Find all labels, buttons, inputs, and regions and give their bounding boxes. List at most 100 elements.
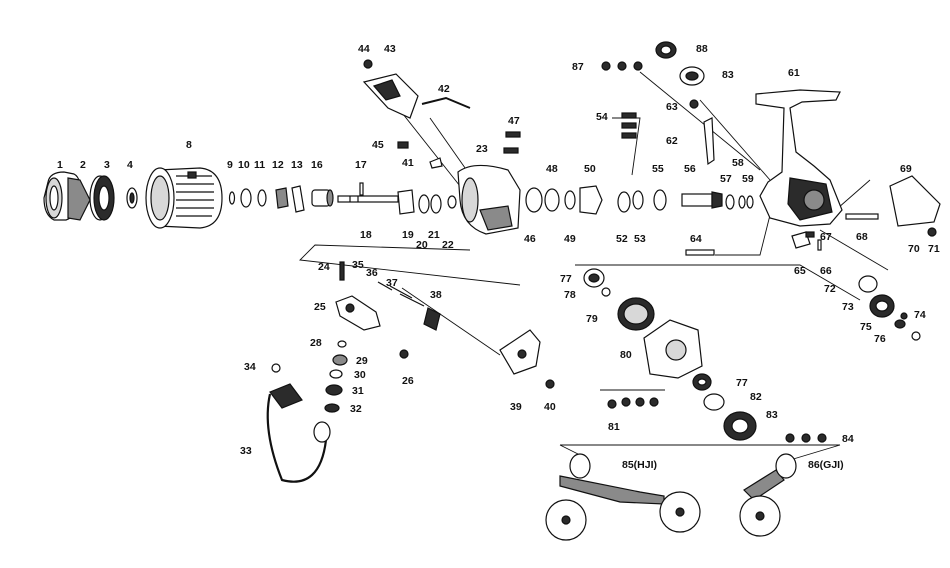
label-part-1: 1 [57, 159, 63, 171]
part-32-washer [324, 403, 340, 413]
part-57-bearing [725, 194, 735, 210]
label-part-23: 23 [476, 143, 488, 155]
part-52-bearing [617, 191, 631, 213]
label-part-71: 71 [928, 243, 940, 255]
label-part-2: 2 [80, 159, 86, 171]
label-part-17: 17 [355, 159, 367, 171]
label-part-4: 4 [127, 159, 133, 171]
part-59-washer [746, 195, 754, 209]
label-part-41: 41 [402, 157, 414, 169]
label-part-73: 73 [842, 301, 854, 313]
label-part-37: 37 [386, 277, 398, 289]
part-34-screw [271, 363, 281, 373]
part-78-washer [601, 287, 611, 297]
part-2-drag-knob-spring [67, 177, 91, 221]
part-35-spring [377, 281, 393, 291]
label-part-59: 59 [742, 173, 754, 185]
label-part-29: 29 [356, 355, 368, 367]
part-84-screws [785, 433, 827, 443]
part-24-screw [339, 261, 345, 281]
part-80-side-plate [643, 319, 703, 379]
label-part-62: 62 [666, 135, 678, 147]
label-part-48: 48 [546, 163, 558, 175]
label-part-78: 78 [564, 289, 576, 301]
label-part-74: 74 [914, 309, 926, 321]
label-part-68: 68 [856, 231, 868, 243]
part-56-pinion-gear [681, 191, 723, 209]
part-62-clip [703, 117, 715, 166]
part-73-gear [869, 294, 895, 318]
part-13-spring [291, 185, 305, 213]
label-part-55: 55 [652, 163, 664, 175]
part-10-bushing [240, 188, 252, 208]
part-41-screw [429, 157, 443, 169]
label-part-20: 20 [416, 239, 428, 251]
label-part-44: 44 [358, 43, 370, 55]
label-part-84: 84 [842, 433, 854, 445]
part-9-washer [228, 191, 236, 205]
label-part-86: 86(GJI) [808, 459, 844, 471]
label-part-56: 56 [684, 163, 696, 175]
label-part-70: 70 [908, 243, 920, 255]
part-33-bail-wire [266, 383, 331, 483]
label-part-83-lower: 83 [766, 409, 778, 421]
label-part-50: 50 [584, 163, 596, 175]
label-part-18: 18 [360, 229, 372, 241]
label-part-76: 76 [874, 333, 886, 345]
part-85-double-handle-hji [545, 453, 701, 541]
part-44-screw [363, 59, 373, 69]
part-36-spring-holder [389, 285, 413, 299]
part-66-pin [817, 239, 822, 251]
part-4-washer [126, 187, 138, 209]
part-26-screw [399, 349, 409, 359]
part-40-screw [545, 379, 555, 389]
part-70-body-cover [889, 175, 941, 227]
part-81-screws [607, 397, 659, 409]
part-42-bail-wire [421, 96, 471, 109]
part-25-bail-arm-lever [335, 295, 381, 331]
part-3-drag-washer-stack [89, 175, 115, 221]
part-58-washer [738, 195, 746, 209]
part-18-main-shaft [337, 195, 399, 203]
part-48-bearing [544, 188, 560, 212]
label-part-64: 64 [690, 233, 702, 245]
label-part-38: 38 [430, 289, 442, 301]
label-part-65: 65 [794, 265, 806, 277]
part-79-drive-gear [617, 297, 655, 331]
label-part-16: 16 [311, 159, 323, 171]
label-part-77-lower: 77 [736, 377, 748, 389]
label-part-36: 36 [366, 267, 378, 279]
part-46-rotor-nut [525, 187, 543, 213]
part-53-washer [632, 190, 644, 210]
label-part-32: 32 [350, 403, 362, 415]
label-part-61: 61 [788, 67, 800, 79]
part-23-rotor [457, 164, 521, 235]
part-77-bearing-upper [583, 268, 605, 288]
label-part-57: 57 [720, 173, 732, 185]
label-part-53: 53 [634, 233, 646, 245]
part-67-screw [805, 231, 815, 238]
part-83-handle-cap [723, 411, 757, 441]
part-55-bearing [653, 189, 667, 211]
part-45-screw [397, 141, 409, 149]
part-64-shaft [685, 249, 715, 256]
label-part-10: 10 [238, 159, 250, 171]
part-19-oscillation-slider [397, 189, 415, 215]
label-part-43: 43 [384, 43, 396, 55]
part-number-labels: 1 2 3 4 8 9 10 11 12 13 16 17 18 19 20 2… [57, 43, 940, 471]
label-part-24: 24 [318, 261, 330, 273]
part-17-pin [359, 182, 364, 196]
part-74-screw [900, 312, 908, 320]
label-part-26: 26 [402, 375, 414, 387]
part-72-washer [858, 275, 878, 293]
label-part-22: 22 [442, 239, 454, 251]
label-part-46: 46 [524, 233, 536, 245]
label-part-3: 3 [104, 159, 110, 171]
label-part-12: 12 [272, 159, 284, 171]
part-71-screw [927, 227, 937, 237]
label-part-9: 9 [227, 159, 233, 171]
part-76-screw [911, 331, 921, 341]
label-part-58: 58 [732, 157, 744, 169]
label-part-39: 39 [510, 401, 522, 413]
label-part-42: 42 [438, 83, 450, 95]
